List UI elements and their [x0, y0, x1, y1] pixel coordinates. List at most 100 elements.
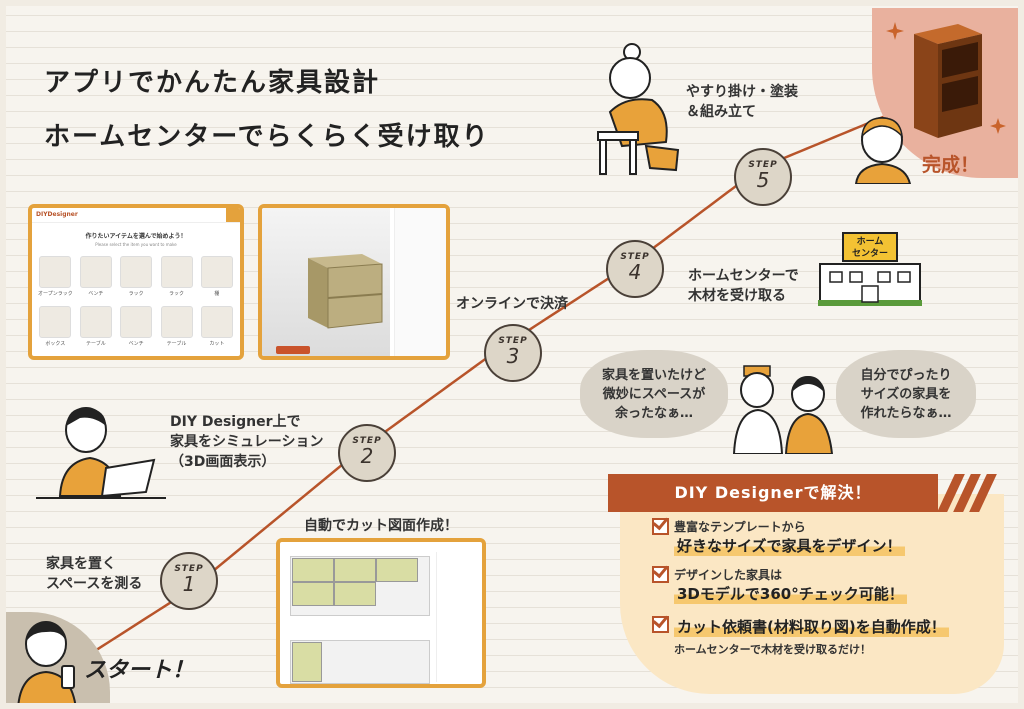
template-card[interactable]: ベンチ: [79, 256, 113, 302]
step-2-number: 2: [360, 444, 374, 468]
app-menu-button: [226, 208, 240, 222]
solution-item-3: カット依頼書(材料取り図)を自動作成！ ホームセンターで木材を受け取るだけ！: [652, 616, 949, 657]
solution-item-tail: ホームセンターで木材を受け取るだけ！: [674, 643, 872, 656]
person-start-icon: [16, 621, 78, 709]
template-card[interactable]: 棚: [200, 256, 234, 302]
header-title-line1: アプリでかんたん家具設計: [44, 68, 381, 98]
template-thumbnail: [39, 306, 72, 338]
checkbox-icon: [652, 616, 669, 633]
template-thumbnail: [200, 306, 233, 338]
step-4-word: STEP: [620, 252, 650, 262]
template-thumbnail: [79, 306, 112, 338]
template-label: テーブル: [166, 341, 187, 347]
speech-bubble-line: 家具を置いたけど: [601, 368, 706, 383]
step-3-label: オンラインで決済: [456, 294, 568, 314]
template-label: ボックス: [45, 341, 66, 347]
template-card[interactable]: ベンチ: [119, 306, 153, 352]
template-label: カット: [209, 341, 225, 347]
template-card[interactable]: オープンラック: [38, 256, 73, 302]
template-thumbnail: [120, 256, 153, 288]
speech-bubble-line: 自分でぴったり: [860, 368, 952, 383]
3d-shelf-model-icon: [308, 254, 383, 329]
sparkle-icon: [886, 22, 904, 40]
step-5-word: STEP: [748, 160, 778, 170]
template-card[interactable]: ボックス: [38, 306, 73, 352]
step-3-label-line: オンラインで決済: [456, 296, 568, 312]
start-label: スタート！: [84, 658, 195, 683]
template-card[interactable]: ラック: [119, 256, 153, 302]
step-4-label-line: 木材を受け取る: [688, 288, 786, 304]
solution-item-highlight: 3Dモデルで360°チェック可能！: [674, 583, 907, 604]
template-card[interactable]: カット: [200, 306, 234, 352]
step-3-word: STEP: [498, 336, 528, 346]
cut-list-panel: [436, 552, 481, 682]
step-1-label: 家具を置く スペースを測る: [46, 554, 142, 594]
step-3-number: 3: [506, 344, 520, 368]
cut-piece: [292, 582, 334, 606]
home-center-store-icon: [818, 263, 922, 306]
template-thumbnail: [120, 306, 153, 338]
step-5-label-line: やすり掛け・塗装: [686, 84, 798, 100]
template-grid: オープンラックベンチラックラック棚ボックステーブルベンチテーブルカット: [38, 256, 234, 352]
template-label: ベンチ: [88, 291, 104, 297]
step-4-badge: STEP 4: [606, 240, 664, 298]
template-label: ラック: [169, 291, 185, 297]
cut-piece: [334, 558, 376, 582]
3d-settings-panel: [394, 208, 446, 356]
step-2-badge: STEP 2: [338, 424, 396, 482]
step-5-number: 5: [756, 168, 770, 192]
speech-bubble-line: サイズの家具を: [860, 387, 952, 402]
solution-item-1: 豊富なテンプレートから 好きなサイズで家具をデザイン！: [652, 518, 905, 556]
cut-piece: [334, 582, 376, 606]
person-finish-icon: [854, 117, 912, 184]
cut-diagram-screenshot: [276, 538, 486, 688]
template-label: オープンラック: [38, 291, 73, 297]
solution-item-highlight: カット依頼書(材料取り図)を自動作成！: [674, 616, 949, 637]
step-5-label-line: ＆組み立て: [686, 104, 756, 120]
step-1-label-line: スペースを測る: [46, 576, 143, 592]
template-thumbnail: [39, 256, 72, 288]
cut-piece: [292, 558, 334, 582]
app-3d-screenshot: [258, 204, 450, 360]
template-label: ベンチ: [128, 341, 144, 347]
step-4-label-line: ホームセンターで: [688, 268, 799, 284]
step-2-word: STEP: [352, 436, 382, 446]
finish-label: 完成！: [922, 154, 980, 176]
app-heading: 作りたいアイテムを選んで始めよう！: [85, 233, 187, 240]
template-card[interactable]: テーブル: [159, 306, 193, 352]
cut-diagram-caption: 自動でカット図面作成！: [304, 518, 458, 534]
step-2-label-line: 家具をシミュレーション: [170, 434, 324, 450]
template-thumbnail: [200, 256, 233, 288]
app-logo: DIYDesigner: [32, 208, 240, 223]
two-people-thinking-icon: [732, 365, 834, 454]
store-sign-line: ホーム: [856, 237, 884, 247]
checkbox-icon: [652, 518, 669, 535]
step-1-label-line: 家具を置く: [46, 556, 116, 572]
cut-piece: [292, 642, 322, 682]
person-assembling-icon: [597, 43, 680, 175]
app-template-screenshot: DIYDesigner 作りたいアイテムを選んで始めよう！ Please sel…: [28, 204, 244, 360]
solution-panel: DIY Designerで解決！ 豊富なテンプレートから 好きなサイズで家具をデ…: [608, 474, 1006, 696]
template-label: 棚: [214, 291, 220, 297]
speech-bubble-line: 余ったなぁ…: [614, 406, 693, 421]
step-2-label-line: DIY Designer上で: [170, 414, 301, 430]
solution-item-small: 豊富なテンプレートから: [674, 520, 806, 534]
speech-bubble-left: 家具を置いたけど 微妙にスペースが 余ったなぁ…: [580, 350, 728, 438]
step-5-badge: STEP 5: [734, 148, 792, 206]
template-label: ラック: [128, 291, 144, 297]
template-card[interactable]: ラック: [159, 256, 193, 302]
step-1-badge: STEP 1: [160, 552, 218, 610]
store-sign: ホーム センター: [842, 232, 898, 262]
step-1-word: STEP: [174, 564, 204, 574]
step-4-number: 4: [628, 260, 642, 284]
3d-order-button[interactable]: [276, 346, 310, 354]
template-card[interactable]: テーブル: [79, 306, 113, 352]
solution-title: DIY Designerで解決！: [608, 474, 938, 512]
template-label: テーブル: [86, 341, 106, 347]
template-thumbnail: [160, 256, 193, 288]
speech-bubble-line: 作れたらなぁ…: [860, 406, 952, 421]
step-1-number: 1: [182, 572, 196, 596]
header-title-line2: ホームセンターでらくらく受け取り: [44, 122, 490, 152]
step-3-badge: STEP 3: [484, 324, 542, 382]
